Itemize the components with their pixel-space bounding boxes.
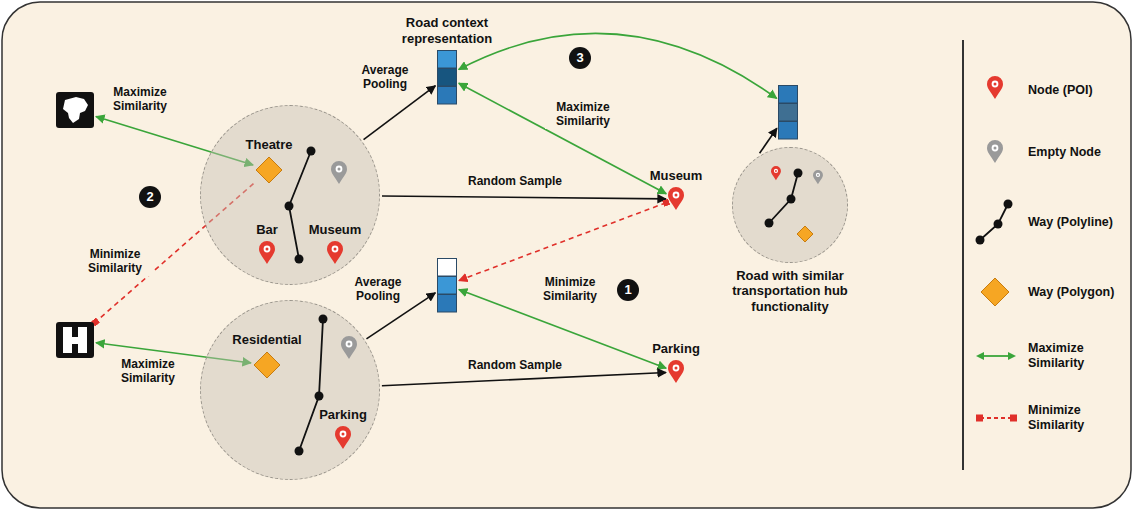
polygon-image bbox=[56, 322, 94, 358]
way-polygon bbox=[797, 226, 813, 242]
node-label: Residential bbox=[232, 332, 301, 347]
edge-label: Minimize Similarity bbox=[77, 248, 153, 276]
polygon-shape bbox=[253, 351, 281, 379]
poi-pin bbox=[668, 360, 684, 383]
pin-shape bbox=[668, 187, 684, 211]
way-polyline bbox=[299, 319, 323, 451]
road-illustration bbox=[201, 301, 381, 481]
context-vector bbox=[778, 85, 798, 139]
edge-label: Average Pooling bbox=[346, 276, 410, 304]
minimize-link bbox=[459, 203, 666, 281]
node-label: Theatre bbox=[246, 137, 293, 152]
legend-label: Empty Node bbox=[1028, 145, 1101, 160]
poi-node: Museum bbox=[327, 241, 343, 265]
pin-shape bbox=[259, 241, 275, 265]
legend-label: Maximize Similarity bbox=[1028, 341, 1108, 371]
callout-number: 2 bbox=[139, 186, 161, 208]
polygon-way: Theatre bbox=[255, 156, 283, 184]
callout-number: 3 bbox=[569, 47, 591, 69]
edge-label: Maximize Similarity bbox=[102, 86, 178, 114]
poi-pin bbox=[259, 241, 275, 264]
way-polygon bbox=[254, 352, 280, 378]
node-label: Museum bbox=[650, 168, 703, 183]
legend-divider bbox=[962, 40, 964, 470]
way-polyline bbox=[769, 173, 798, 223]
node-label: Parking bbox=[652, 341, 700, 356]
vector-cells bbox=[437, 258, 457, 312]
maximize-link bbox=[459, 83, 666, 194]
flow-arrow bbox=[382, 196, 666, 199]
poi-pin bbox=[331, 161, 347, 184]
edge-label: Minimize Similarity bbox=[532, 276, 608, 304]
vector-cells bbox=[778, 85, 798, 139]
legend-samples bbox=[976, 76, 1018, 422]
edge-label: Maximize Similarity bbox=[545, 101, 621, 129]
edge-label: Average Pooling bbox=[353, 64, 417, 92]
road-context-circle: TheatreMuseumBar bbox=[200, 105, 380, 285]
context-vector bbox=[437, 258, 457, 312]
poi-node: Bar bbox=[259, 241, 275, 265]
callout-number: 1 bbox=[617, 279, 639, 301]
pin-shape bbox=[668, 360, 684, 384]
edge-label: Random Sample bbox=[466, 175, 564, 189]
poi-pin bbox=[335, 426, 351, 449]
poi-pin bbox=[771, 166, 781, 180]
shape-image bbox=[56, 92, 94, 128]
way-polygon bbox=[256, 157, 282, 183]
pin-shape bbox=[327, 241, 343, 265]
node-label: Parking bbox=[319, 407, 367, 422]
pin-shape bbox=[335, 426, 351, 450]
legend-label: Node (POI) bbox=[1028, 83, 1093, 98]
node-label: Museum bbox=[309, 222, 362, 237]
poi-pin bbox=[813, 170, 823, 184]
poi-pin bbox=[341, 336, 357, 359]
edge-label: Random Sample bbox=[466, 359, 564, 373]
shape-image bbox=[56, 322, 94, 358]
node-label: Bar bbox=[256, 222, 278, 237]
flow-arrow bbox=[382, 372, 666, 385]
node-label: Road context representation bbox=[390, 15, 505, 46]
edge-label: Maximize Similarity bbox=[110, 358, 186, 386]
node-label: Road with similar transportation hub fun… bbox=[720, 268, 860, 314]
vector-cells bbox=[437, 50, 457, 104]
polygon-way: Residential bbox=[253, 351, 281, 379]
poi-pin bbox=[668, 187, 684, 210]
poi-node: Museum bbox=[668, 187, 684, 211]
poi-node: Parking bbox=[335, 426, 351, 450]
road-illustration bbox=[733, 148, 849, 264]
poi-pin bbox=[327, 241, 343, 264]
road-context-circle: ResidentialParking bbox=[200, 300, 380, 480]
legend-label: Way (Polygon) bbox=[1028, 285, 1114, 300]
flow-arrow bbox=[364, 86, 436, 140]
context-vector: Road context representation bbox=[437, 50, 457, 104]
road-context-circle: Road with similar transportation hub fun… bbox=[732, 147, 848, 263]
poi-node: Parking bbox=[668, 360, 684, 384]
road-illustration bbox=[201, 106, 381, 286]
legend-label: Way (Polyline) bbox=[1028, 215, 1113, 230]
maximize-link bbox=[459, 33, 777, 98]
legend-label: Minimize Similarity bbox=[1028, 403, 1108, 433]
polygon-image bbox=[56, 92, 94, 128]
polygon-shape bbox=[255, 156, 283, 184]
